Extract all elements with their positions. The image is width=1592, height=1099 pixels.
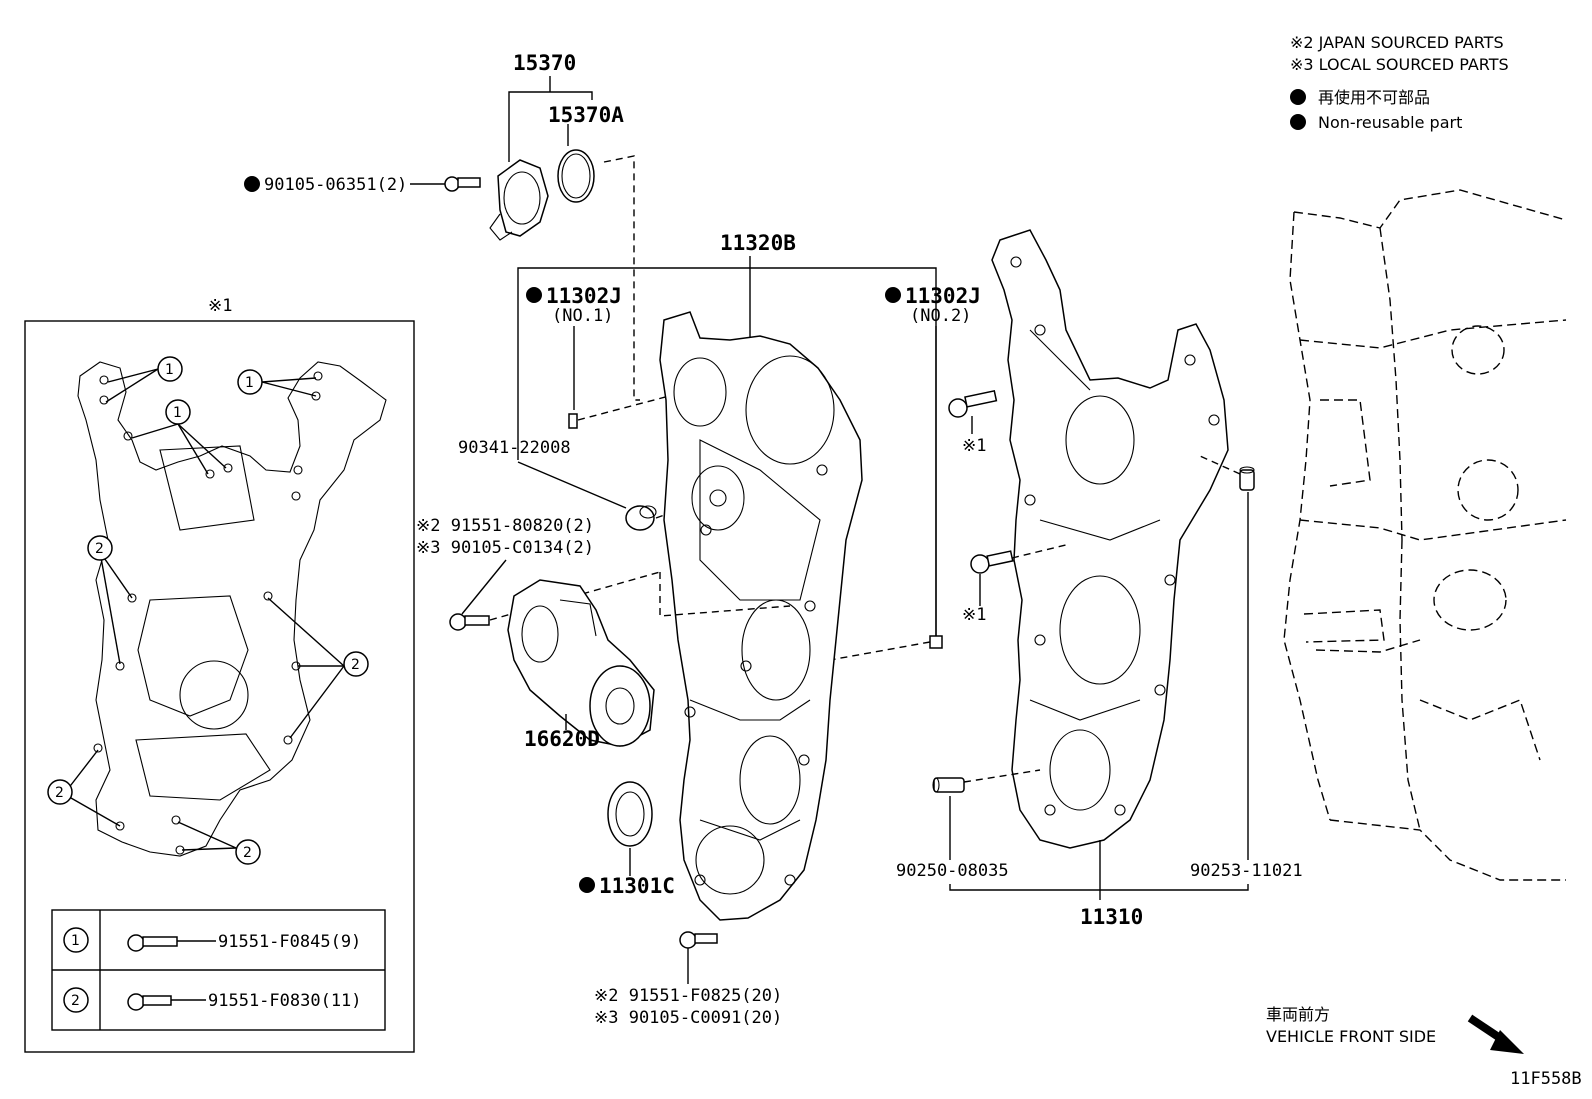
front-jp: 車両前方 <box>1266 1005 1330 1024</box>
label-ref1-b: ※1 <box>962 605 986 625</box>
part-15370-group: 15370 15370A 90105-06351(2) <box>244 51 640 401</box>
legend-local-sourced: ※3 LOCAL SOURCED PARTS <box>1290 55 1509 74</box>
label-bolt2-local: ※3 90105-C0091(20) <box>594 1008 782 1028</box>
bolt-91551-F0825 <box>679 931 718 949</box>
label-no1: (NO.1) <box>552 306 613 326</box>
label-90250-08035: 90250-08035 <box>896 861 1009 881</box>
label-11302J-no1: 11302J <box>546 284 622 308</box>
part-11310 <box>991 229 1229 849</box>
label-11302J-no2: 11302J <box>905 284 981 308</box>
part-11320B-group: 11320B 11302J (NO.1) 11302J (NO.2) 90341… <box>416 231 981 1028</box>
label-15370: 15370 <box>513 51 576 75</box>
vehicle-front-indicator: 車両前方 VEHICLE FRONT SIDE <box>1266 1005 1524 1054</box>
bolt-91551-80820 <box>449 613 490 631</box>
inset-callout-2d: 2 <box>235 839 261 865</box>
engine-block-outline <box>1283 189 1567 881</box>
part-11320B <box>659 311 863 921</box>
legend-non-reusable-jp: 再使用不可部品 <box>1318 88 1430 107</box>
label-bolt1-jp: ※2 91551-80820(2) <box>416 516 594 536</box>
label-11320B: 11320B <box>720 231 796 255</box>
table-row: 1 91551-F0845(9) <box>63 927 361 953</box>
dowel-pin-no1 <box>568 413 578 429</box>
inset-callout-2a: 2 <box>87 535 113 561</box>
part-11301C <box>607 781 653 847</box>
label-11310: 11310 <box>1080 905 1143 929</box>
svg-text:2: 2 <box>351 657 360 673</box>
inset-cover-window <box>137 595 249 717</box>
label-90105-06351: 90105-06351(2) <box>264 175 407 195</box>
table-row: 2 91551-F0830(11) <box>63 987 362 1013</box>
svg-text:1: 1 <box>71 933 80 949</box>
svg-text:2: 2 <box>55 785 64 801</box>
legend-japan-sourced: ※2 JAPAN SOURCED PARTS <box>1290 33 1504 52</box>
inset-cover-lower <box>135 733 271 801</box>
inset-callout-1a: 1 <box>157 356 183 382</box>
label-bolt2-jp: ※2 91551-F0825(20) <box>594 986 782 1006</box>
figure-id: 11F558B <box>1510 1069 1582 1089</box>
inset-row-1-part: 91551-F0845(9) <box>218 932 361 952</box>
inset-cover-upper <box>159 445 255 531</box>
svg-text:1: 1 <box>173 405 182 421</box>
inset-table: 1 91551-F0845(9) 2 91551-F0830(11) <box>51 909 386 1031</box>
inset-callout-2c: 2 <box>47 779 73 805</box>
non-reusable-dot-icon <box>1290 114 1306 130</box>
inset-callout-1b: 1 <box>237 369 263 395</box>
svg-text:1: 1 <box>165 362 174 378</box>
label-90253-11021: 90253-11021 <box>1190 861 1303 881</box>
inset-callout-1c: 1 <box>165 399 191 425</box>
label-11301C: 11301C <box>599 874 675 898</box>
label-15370A: 15370A <box>548 103 624 127</box>
non-reusable-dot-icon <box>885 287 901 303</box>
label-no2: (NO.2) <box>910 306 971 326</box>
legend-non-reusable-en: Non-reusable part <box>1318 113 1462 132</box>
inset-cover-outline <box>77 361 387 857</box>
inset-title: ※1 <box>208 296 232 316</box>
non-reusable-dot-icon <box>579 877 595 893</box>
plug-90341-22008 <box>625 505 657 531</box>
bolt-icon <box>127 993 172 1011</box>
label-ref1-a: ※1 <box>962 436 986 456</box>
svg-text:2: 2 <box>71 993 80 1009</box>
dowel-pin-no2 <box>929 635 943 649</box>
bolt-ref1-upper <box>948 389 998 418</box>
part-16620D <box>507 579 655 747</box>
inset-cover-bore <box>179 660 249 730</box>
pin-90253-11021 <box>1239 466 1255 491</box>
label-90341-22008: 90341-22008 <box>458 438 571 458</box>
bracket-11310 <box>949 884 1249 891</box>
inset-border <box>24 320 415 1053</box>
svg-text:1: 1 <box>245 375 254 391</box>
inset-callout-2b: 2 <box>343 651 369 677</box>
arrow-down-right-icon <box>1467 1014 1524 1054</box>
bolt-ref1-lower <box>970 550 1014 574</box>
svg-text:2: 2 <box>243 845 252 861</box>
part-15370 <box>489 159 549 241</box>
front-en: VEHICLE FRONT SIDE <box>1266 1027 1436 1046</box>
non-reusable-dot-icon <box>526 287 542 303</box>
bolt-90105-06351 <box>444 176 481 192</box>
dashed-guide-15370 <box>603 155 640 401</box>
pin-90250-08035 <box>932 777 965 793</box>
inset-panel: ※1 <box>24 296 415 1053</box>
non-reusable-dot-icon <box>1290 89 1306 105</box>
svg-text:2: 2 <box>95 541 104 557</box>
label-bolt1-local: ※3 90105-C0134(2) <box>416 538 594 558</box>
label-16620D: 16620D <box>524 727 600 751</box>
inset-row-2-part: 91551-F0830(11) <box>208 991 362 1011</box>
o-ring-15370A <box>557 149 595 203</box>
legend: ※2 JAPAN SOURCED PARTS ※3 LOCAL SOURCED … <box>1290 33 1509 132</box>
bolt-icon <box>127 934 178 952</box>
inset-bolt-holes <box>93 371 323 855</box>
part-11310-group: ※1 ※1 90250-08035 90253-11021 11310 <box>896 229 1303 929</box>
non-reusable-dot-icon <box>244 176 260 192</box>
